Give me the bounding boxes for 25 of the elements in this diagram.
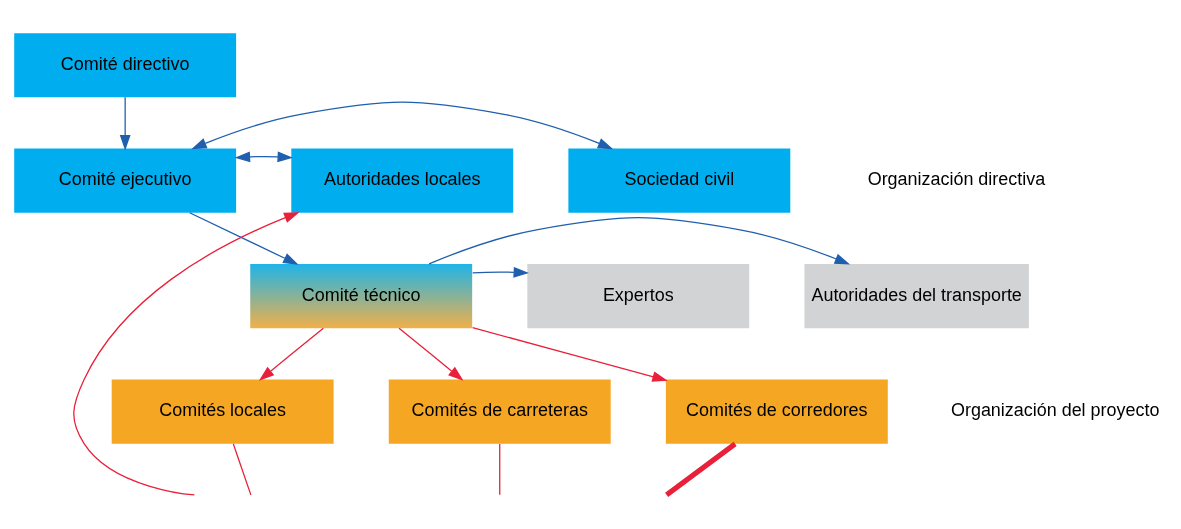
node-box: Sociedad civil [568, 148, 791, 213]
node-box: Autoridades del transporte [804, 264, 1029, 329]
connector [232, 443, 252, 496]
connector [665, 441, 737, 497]
label: Organización del proyecto [951, 400, 1160, 421]
arrow [191, 101, 614, 150]
arrow [189, 212, 299, 265]
arrow [258, 327, 324, 381]
arrow [398, 327, 464, 381]
arrow [472, 266, 529, 278]
label: Organización directiva [867, 169, 1046, 190]
node-box: Comités locales [111, 379, 334, 444]
node-box: Autoridades locales [291, 148, 514, 213]
node-box: Comité técnico [250, 264, 473, 329]
node-box: Comité ejecutivo [14, 148, 237, 213]
node-box: Comités de carreteras [388, 379, 611, 444]
arrow [234, 151, 293, 163]
node-box: Comités de corredores [665, 379, 888, 444]
node-box: Expertos [527, 264, 750, 329]
arrow [119, 96, 131, 151]
node-box: Comité directivo [14, 33, 237, 98]
arrow [73, 212, 300, 496]
arrow [471, 327, 668, 382]
connector [499, 443, 501, 496]
arrow [428, 217, 851, 265]
